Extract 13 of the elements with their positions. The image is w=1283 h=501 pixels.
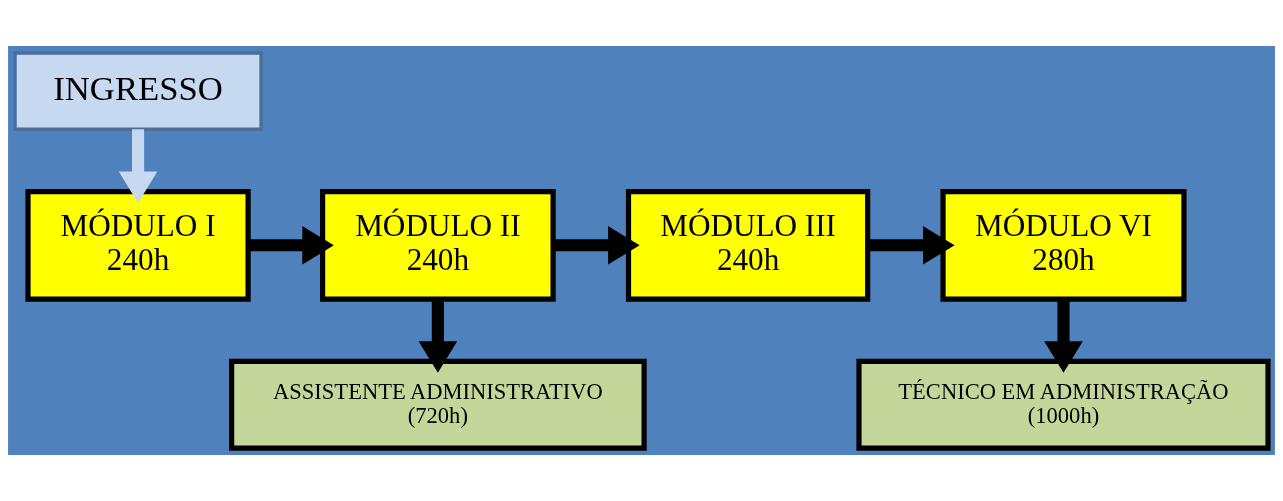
arrow [1044,299,1083,373]
node-box: INGRESSO [13,51,263,131]
node-box: TÉCNICO EM ADMINISTRAÇÃO (1000h) [856,358,1271,451]
node-box: MÓDULO II 240h [320,189,556,302]
node-box: MÓDULO I 240h [25,189,251,302]
arrow [418,299,458,373]
arrow [553,226,640,265]
node-box: MÓDULO III 240h [625,189,871,302]
arrow [248,226,334,265]
arrow [118,129,158,204]
node-box: MÓDULO VI 280h [940,189,1187,302]
arrow [868,226,955,265]
node-box: ASSISTENTE ADMINISTRATIVO (720h) [229,358,647,451]
